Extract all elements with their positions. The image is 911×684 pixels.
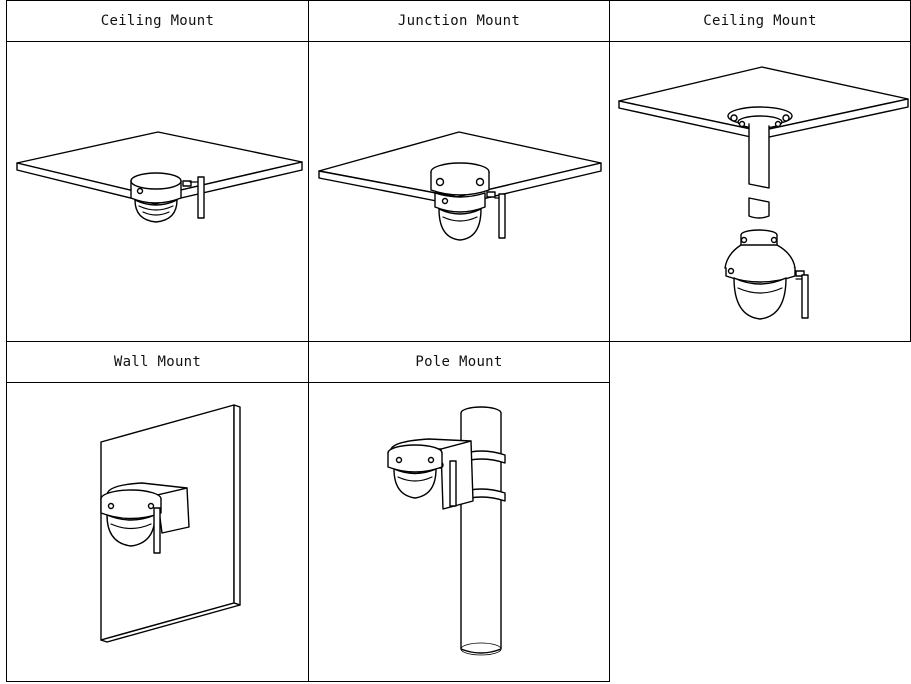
panel-ceiling-pendant-mount: Ceiling Mount xyxy=(609,0,911,342)
ceiling-pendant-mount-illustration xyxy=(610,42,910,341)
dome-camera-icon xyxy=(434,191,496,241)
wall-bracket-icon xyxy=(106,482,190,534)
dome-camera-icon xyxy=(387,444,443,499)
panel-pole-mount: Pole Mount xyxy=(308,341,610,682)
panel-title: Ceiling Mount xyxy=(7,1,308,42)
ceiling-bracket-icon xyxy=(727,106,793,129)
wall-mount-illustration xyxy=(7,383,308,681)
panel-title: Wall Mount xyxy=(7,342,308,383)
panel-title: Pole Mount xyxy=(309,342,609,383)
dome-camera-icon xyxy=(130,172,192,223)
antenna-icon xyxy=(189,176,205,219)
panel-wall-mount: Wall Mount xyxy=(6,341,309,682)
dome-camera-icon xyxy=(100,489,162,547)
junction-box-icon xyxy=(430,162,490,196)
pole-mount-illustration xyxy=(309,383,609,681)
ceiling-mount-illustration xyxy=(7,42,308,341)
antenna-icon xyxy=(494,193,506,239)
panel-ceiling-mount: Ceiling Mount xyxy=(6,0,309,342)
antenna-icon xyxy=(153,507,161,554)
pendant-pipe-icon xyxy=(748,123,770,219)
dome-camera-icon xyxy=(724,229,805,320)
junction-mount-illustration xyxy=(309,42,609,341)
panel-title: Junction Mount xyxy=(309,1,609,42)
panel-junction-mount: Junction Mount xyxy=(308,0,610,342)
panel-title: Ceiling Mount xyxy=(610,1,910,42)
antenna-icon xyxy=(795,274,809,319)
antenna-icon xyxy=(449,460,457,507)
